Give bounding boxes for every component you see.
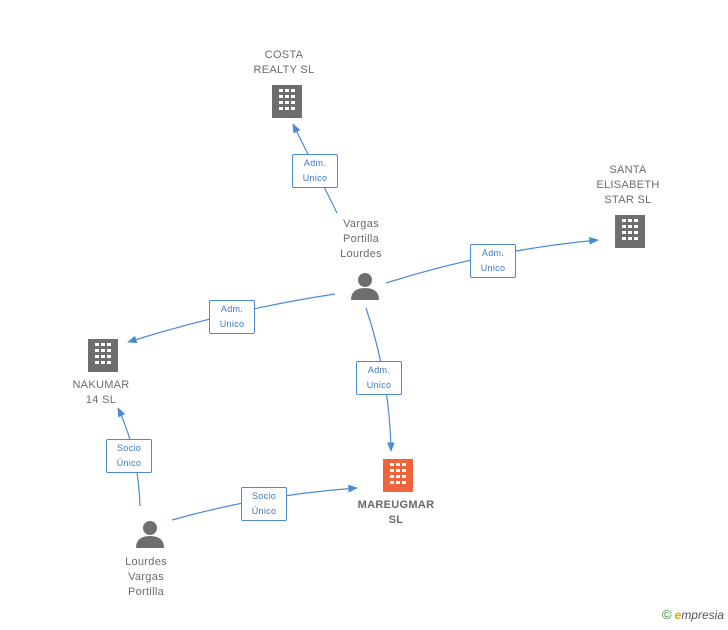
building-icon[interactable]: [615, 215, 645, 248]
building-icon[interactable]: [383, 459, 413, 492]
node-label-santa-elisabeth[interactable]: SANTA ELISABETH STAR SL: [596, 164, 660, 206]
edge-label-socio-unico: Socio Único: [241, 487, 287, 521]
edge-label-adm-unico: Adm. Unico: [209, 300, 255, 334]
building-icon[interactable]: [88, 339, 118, 372]
edge-label-socio-unico: Socio Único: [106, 439, 152, 473]
person-icon[interactable]: [351, 273, 379, 300]
node-label-vargas-portilla[interactable]: Vargas Portilla Lourdes: [340, 218, 382, 260]
empresia-watermark: ©empresia: [662, 607, 724, 622]
person-icon[interactable]: [136, 521, 164, 548]
edge-label-adm-unico: Adm. Unico: [356, 361, 402, 395]
edge-label-adm-unico: Adm. Unico: [470, 244, 516, 278]
node-label-costa-realty[interactable]: COSTA REALTY SL: [253, 49, 315, 76]
edge-label-adm-unico: Adm. Unico: [292, 154, 338, 188]
empresia-logo-text: mpresia: [681, 608, 724, 622]
node-label-nakumar[interactable]: NAKUMAR 14 SL: [72, 379, 130, 406]
node-label-mareugmar[interactable]: MAREUGMAR SL: [357, 499, 435, 526]
node-label-lourdes-vargas[interactable]: Lourdes Vargas Portilla: [125, 556, 167, 598]
building-icon[interactable]: [272, 85, 302, 118]
copyright-icon: ©: [662, 607, 672, 622]
empresia-logo-e: e: [674, 608, 682, 622]
